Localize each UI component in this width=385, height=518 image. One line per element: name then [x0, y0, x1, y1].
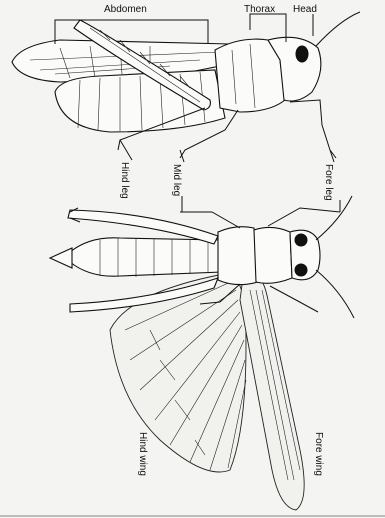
top-eye-right — [295, 264, 307, 276]
top-eye-left — [295, 234, 307, 246]
label-mid-leg: Mid leg — [171, 164, 182, 196]
top-fore-leg-upper — [268, 208, 340, 226]
hind-leg-pointer — [120, 140, 132, 160]
top-pronotum — [254, 227, 292, 283]
top-fore-leg-lower — [270, 286, 318, 312]
label-hind-leg: Hind leg — [119, 162, 130, 199]
label-abdomen: Abdomen — [104, 4, 147, 15]
fore-leg-pointer — [330, 150, 334, 162]
top-view-grasshopper — [50, 196, 354, 510]
top-abdomen — [70, 238, 222, 276]
top-antenna-right — [316, 270, 354, 318]
side-antenna — [316, 12, 360, 46]
label-thorax: Thorax — [244, 4, 275, 15]
label-fore-wing: Fore wing — [313, 432, 324, 476]
label-head: Head — [293, 4, 317, 15]
label-fore-leg: Fore leg — [323, 164, 334, 201]
side-eye — [296, 46, 308, 62]
label-hind-wing: Hind wing — [137, 432, 148, 476]
top-abdomen-tip — [50, 248, 72, 268]
side-view-grasshopper — [12, 12, 360, 158]
top-antenna-left — [316, 196, 352, 240]
side-fore-leg — [290, 100, 336, 158]
top-thorax — [218, 227, 258, 285]
top-fore-wing — [240, 270, 304, 510]
top-mid-leg-upper — [180, 212, 240, 228]
